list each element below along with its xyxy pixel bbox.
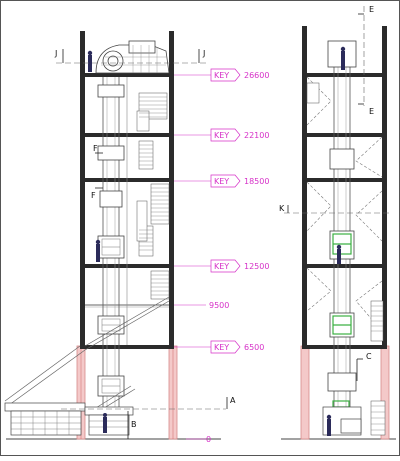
section-label-j-right: J [202,49,205,58]
right-view-column-right [382,26,387,347]
elevation-0: 0 [206,435,211,444]
elevation-12500: 12500 [244,262,269,271]
section-label-b: B [131,420,137,429]
right-trunk-boxes [327,40,357,392]
right-stairs [306,76,383,332]
section-label-f-upper: F [93,144,98,153]
elevation-9500: 9500 [209,301,229,310]
worker-figures [87,50,107,433]
key-tag-12500: KEY [214,262,229,271]
section-label-k: K [279,204,285,213]
right-column [169,31,174,347]
section-label-j-left: J [54,49,57,58]
left-elevation: J J F F A B KEY KEY [4,31,269,444]
elevation-26600: 26600 [244,71,269,80]
right-elevation: E E K C [279,5,396,440]
head-machinery [95,40,170,74]
key-tag-6500: KEY [214,343,229,352]
foundation-ghost-left [300,345,310,440]
inclined-conveyor [4,296,170,414]
right-worker-figures [326,46,346,436]
key-tag-22100: KEY [214,131,229,140]
key-tag-18500: KEY [214,177,229,186]
elevation-18500: 18500 [244,177,269,186]
elevation-leaders [174,74,211,440]
key-tag-26600: KEY [214,71,229,80]
green-components [332,233,352,408]
right-floor-slabs [302,73,387,349]
section-label-a: A [230,396,236,405]
left-column [80,31,85,347]
section-label-e-bottom: E [369,107,374,116]
section-label-e-top: E [369,5,374,14]
elevation-6500: 6500 [244,343,264,352]
elevation-22100: 22100 [244,131,269,140]
section-label-c: C [366,352,372,361]
section-label-f-lower: F [91,191,96,200]
key-tags [210,68,241,354]
right-view-column-left [302,26,307,347]
